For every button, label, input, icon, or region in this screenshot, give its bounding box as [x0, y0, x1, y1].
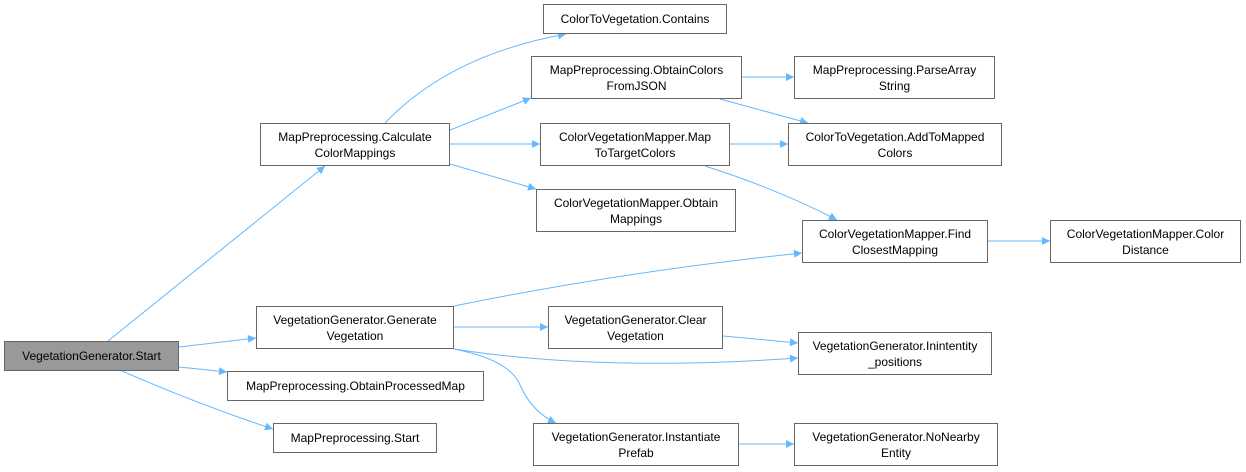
node-label-line: ColorToVegetation.Contains	[560, 12, 710, 26]
node-label-line: ColorVegetationMapper.Obtain	[553, 195, 719, 210]
edge-clear-to-intentity	[722, 335, 799, 347]
edge-generate-to-find	[453, 249, 803, 307]
node-label-line: ColorVegetationMapper.Map	[558, 129, 712, 144]
edge-calculate-to-contains	[384, 31, 567, 124]
node-label-line: Distance	[1122, 242, 1169, 257]
node-map-preprocessing-calculate-color-mappings[interactable]: MapPreprocessing.Calculate ColorMappings	[260, 123, 450, 166]
node-label-line: MapPreprocessing.Start	[290, 431, 420, 445]
node-label-line: Mappings	[609, 211, 663, 226]
edge-calculate-to-obtain-colors	[449, 97, 532, 131]
node-label-line: Colors	[877, 145, 913, 160]
node-color-vegetation-mapper-find-closest-mapping[interactable]: ColorVegetationMapper.Find ClosestMappin…	[802, 220, 988, 263]
edge-start-to-obtain-processed-map	[178, 366, 228, 376]
node-vegetation-generator-no-nearby-entity[interactable]: VegetationGenerator.NoNearby Entity	[794, 423, 998, 466]
edge-start-to-generate	[178, 334, 257, 348]
node-color-vegetation-mapper-map-to-target-colors[interactable]: ColorVegetationMapper.Map ToTargetColors	[540, 123, 730, 166]
node-label-line: Vegetation	[607, 328, 664, 343]
node-label-line: String	[878, 78, 911, 93]
edge-map-target-to-find	[704, 165, 838, 221]
node-label-line: Vegetation	[326, 328, 384, 343]
node-label-line: ColorToVegetation.AddToMapped	[805, 129, 985, 144]
node-map-preprocessing-start[interactable]: MapPreprocessing.Start	[273, 423, 437, 453]
edge-generate-to-instantiate	[453, 348, 557, 424]
node-label-line: VegetationGenerator.Clear	[564, 312, 707, 327]
node-color-to-vegetation-add-to-mapped-colors[interactable]: ColorToVegetation.AddToMapped Colors	[788, 123, 1002, 166]
node-label-line: Entity	[880, 445, 911, 460]
node-label-line: VegetationGenerator.Start	[22, 349, 161, 363]
edge-generate-to-intentity	[453, 348, 799, 364]
node-vegetation-generator-generate-vegetation[interactable]: VegetationGenerator.Generate Vegetation	[256, 306, 454, 349]
node-label-line: VegetationGenerator.NoNearby	[812, 429, 980, 444]
node-label-line: MapPreprocessing.Calculate	[278, 129, 432, 144]
node-label-line: VegetationGenerator.Generate	[273, 312, 437, 327]
node-map-preprocessing-obtain-colors-from-json[interactable]: MapPreprocessing.ObtainColors FromJSON	[531, 56, 742, 99]
node-map-preprocessing-obtain-processed-map[interactable]: MapPreprocessing.ObtainProcessedMap	[227, 371, 484, 401]
node-label-line: ColorVegetationMapper.Find	[818, 226, 972, 241]
node-label-line: VegetationGenerator.Inintentity	[812, 338, 978, 353]
node-map-preprocessing-parse-array-string[interactable]: MapPreprocessing.ParseArray String	[794, 56, 995, 99]
node-label-line: ClosestMapping	[851, 242, 939, 257]
node-label-line: ColorVegetationMapper.Color	[1066, 226, 1225, 241]
node-vegetation-generator-instantiate-prefab[interactable]: VegetationGenerator.Instantiate Prefab	[533, 423, 739, 466]
edge-calculate-to-obtain-mappings	[449, 163, 537, 191]
node-color-to-vegetation-contains[interactable]: ColorToVegetation.Contains	[543, 4, 727, 34]
node-label-line: _positions	[867, 354, 923, 369]
node-label-line: Prefab	[618, 445, 654, 460]
node-vegetation-generator-start[interactable]: VegetationGenerator.Start	[4, 341, 179, 371]
node-color-vegetation-mapper-color-distance[interactable]: ColorVegetationMapper.Color Distance	[1050, 220, 1241, 263]
node-label-line: ToTargetColors	[594, 145, 676, 160]
edge-start-to-calculate	[107, 165, 326, 342]
node-color-vegetation-mapper-obtain-mappings[interactable]: ColorVegetationMapper.Obtain Mappings	[536, 189, 736, 232]
node-label-line: FromJSON	[606, 78, 667, 93]
node-label-line: MapPreprocessing.ObtainProcessedMap	[246, 379, 465, 393]
edge-start-to-map-start	[121, 370, 274, 431]
node-label-line: MapPreprocessing.ParseArray	[812, 62, 977, 77]
edge-obtain-colors-to-add	[719, 98, 809, 125]
node-vegetation-generator-clear-vegetation[interactable]: VegetationGenerator.Clear Vegetation	[548, 306, 723, 349]
node-label-line: ColorMappings	[314, 145, 396, 160]
node-vegetation-generator-inintentity-positions[interactable]: VegetationGenerator.Inintentity _positio…	[798, 332, 992, 375]
node-label-line: MapPreprocessing.ObtainColors	[549, 62, 724, 77]
node-label-line: VegetationGenerator.Instantiate	[551, 429, 721, 444]
